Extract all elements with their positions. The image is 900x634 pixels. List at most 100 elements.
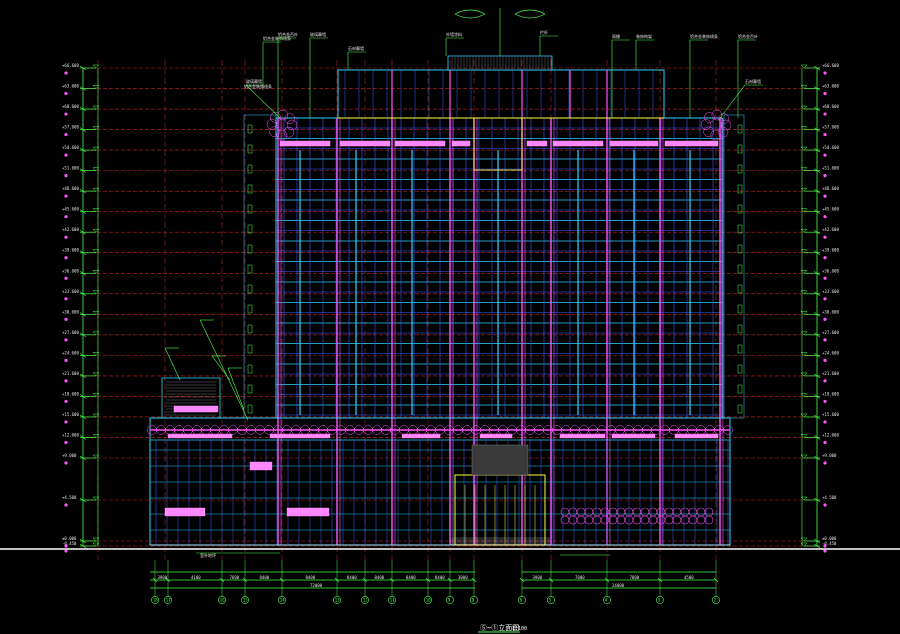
axis-label-right: 5: [549, 598, 552, 603]
level-label-left: +39.600: [62, 248, 79, 253]
callout-text: 玻璃幕墙: [310, 31, 326, 37]
level-label-left: ±0.000: [62, 536, 77, 541]
cloud-revision: [704, 515, 714, 525]
level-triangle-left: [92, 454, 100, 459]
level-label-right: +30.600: [822, 309, 839, 314]
level-dot-right: [823, 317, 827, 321]
level-label-left: +60.600: [62, 104, 79, 109]
level-dot-left: [64, 338, 68, 342]
annotation-text: 室外地坪: [200, 552, 216, 558]
dim-tick: [79, 414, 87, 420]
annotation-text: 铝合金装饰线条: [244, 83, 272, 89]
dim-tick: [79, 250, 87, 255]
axis-bubble-left: [278, 596, 286, 604]
axis-label-left: 12: [363, 598, 368, 603]
dim-tick: [657, 577, 663, 583]
dim-tick: [813, 209, 821, 214]
side-window-mark: [247, 244, 253, 254]
dim-tick: [152, 577, 158, 583]
level-dot-left: [64, 174, 68, 178]
level-triangle-left: [92, 331, 100, 336]
level-triangle-left: [92, 434, 100, 438]
level-label-right: +21.600: [822, 371, 839, 376]
axis-bubble-right: [518, 596, 526, 604]
side-window-mark: [247, 364, 253, 374]
level-triangle-right: [800, 372, 808, 377]
level-label-right: +54.600: [822, 145, 839, 150]
dim-tick: [813, 147, 821, 153]
level-dot-right: [823, 174, 827, 178]
dim-tick: [813, 168, 821, 173]
cloud-revision: [723, 425, 733, 435]
level-triangle-left: [92, 372, 100, 377]
side-window-mark: [737, 164, 743, 174]
level-dot-left: [64, 91, 68, 96]
axis-label-right: 2: [714, 598, 717, 603]
dimension-value-left: 3900: [158, 575, 168, 580]
level-dot-right: [823, 420, 827, 424]
level-triangle-left: [92, 146, 100, 151]
level-dot-right: [823, 358, 827, 362]
drawing-title: ⑤~①立面图: [480, 623, 519, 632]
side-window-mark: [247, 384, 253, 394]
level-dot-right: [823, 194, 827, 198]
annex-box: [161, 377, 221, 419]
dim-tick: [79, 497, 87, 503]
level-label-left: +54.600: [62, 145, 79, 150]
side-window-mark: [737, 184, 743, 194]
dimension-value-left: 8400: [260, 575, 270, 580]
side-window-mark: [247, 204, 253, 214]
level-label-right: +12.600: [822, 432, 839, 437]
axis-bubble-left: [470, 596, 478, 604]
side-window-mark: [737, 264, 743, 274]
level-triangle-left: [92, 228, 100, 233]
side-window-mark: [247, 304, 253, 314]
level-dot-left: [64, 503, 68, 507]
level-triangle-right: [800, 167, 808, 171]
level-dot-left: [64, 153, 68, 157]
dim-tick: [813, 353, 821, 358]
level-dot-left: [64, 235, 68, 239]
level-triangle-right: [800, 64, 808, 69]
axis-label-left: 17: [166, 598, 171, 603]
level-label-right: +42.600: [822, 227, 839, 232]
level-dot-left: [64, 256, 68, 260]
drawing-scale: 1:100: [512, 626, 527, 632]
callout-text: 铝合金装饰线条: [690, 33, 718, 39]
callout-text: 外墙涂料: [446, 31, 462, 37]
level-label-right: +27.600: [822, 330, 839, 335]
annex-pink-band: [173, 405, 219, 413]
dim-tick: [813, 106, 821, 112]
podium-pink-panel: [249, 461, 273, 471]
axis-bubble-right: [712, 596, 720, 604]
dim-tick: [79, 271, 87, 276]
level-triangle-left: [92, 249, 100, 254]
dim-tick: [813, 497, 821, 503]
level-label-right: +51.600: [822, 166, 839, 171]
level-triangle-right: [800, 434, 808, 438]
level-dot-left: [64, 379, 68, 383]
cloud-revision: [284, 113, 296, 124]
level-dot-left: [64, 544, 68, 548]
top-pink-band: [552, 140, 604, 147]
top-pink-band: [526, 140, 548, 147]
axis-bubble-left: [446, 596, 454, 604]
level-label-left: +24.600: [62, 350, 79, 355]
dimension-value-right: 7800: [575, 575, 585, 580]
level-label-left: +18.600: [62, 391, 79, 396]
level-dot-left: [64, 317, 68, 321]
level-dot-right: [823, 379, 827, 383]
roof-ornament: [454, 9, 546, 19]
dim-tick: [79, 543, 87, 549]
axis-label-left: 9: [448, 598, 451, 603]
level-label-right: ±0.000: [822, 536, 837, 541]
axis-bubble-right: [603, 596, 611, 604]
level-dot-right: [823, 91, 827, 96]
level-dot-left: [64, 297, 68, 301]
side-window-mark: [737, 344, 743, 354]
level-triangle-left: [92, 64, 100, 69]
level-dot-left: [64, 132, 68, 137]
side-window-mark: [737, 144, 743, 154]
dim-tick: [334, 577, 340, 583]
